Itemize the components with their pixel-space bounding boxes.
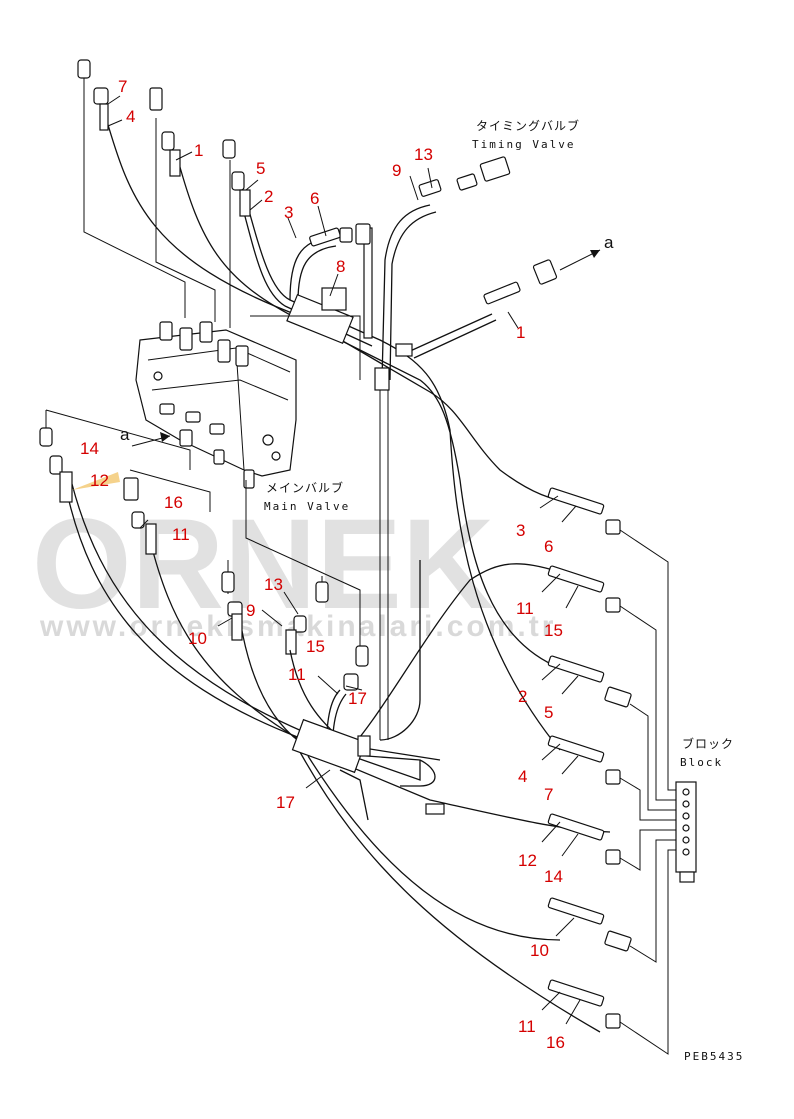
timing-valve-label-en: Timing Valve [472,138,575,151]
callout-4-right: 4 [518,767,527,786]
block-label-en: Block [680,756,723,769]
callout-13-lower: 13 [264,575,283,594]
callout-7: 7 [118,77,127,96]
callout-3: 3 [284,203,293,222]
callout-8: 8 [336,257,345,276]
callout-11-bottom: 11 [518,1017,536,1036]
callout-2: 2 [264,187,273,206]
callout-4: 4 [126,107,135,126]
left-hose-group [39,409,441,761]
reference-arrows [72,249,601,490]
callout-6-right: 6 [544,537,553,556]
callout-15-lower: 15 [306,637,325,656]
callout-10: 10 [188,629,207,648]
component-labels: タイミングバルブ Timing Valve メインバルブ Main Valve … [120,118,744,1063]
callout-15-right: 15 [544,621,563,640]
main-valve-body [135,321,297,489]
callout-13: 13 [414,145,433,164]
callout-5-right: 5 [544,703,553,722]
block-label-jp: ブロック [682,736,734,751]
watermark-brand: ORNEK [32,493,494,636]
callout-3-right: 3 [516,521,525,540]
ref-a-top: a [604,233,614,252]
main-valve-label-jp: メインバルブ [266,480,344,495]
timing-valve-label-jp: タイミングバルブ [476,118,580,133]
callout-7-right: 7 [544,785,553,804]
callout-11-lower: 11 [288,665,306,684]
main-valve-label-en: Main Valve [264,500,350,513]
callout-14: 14 [80,439,99,458]
callout-17-lower: 17 [276,793,295,812]
callout-9: 9 [392,161,401,180]
lower-hose-group [221,480,611,1033]
top-fittings [77,59,558,305]
callout-10-right: 10 [530,941,549,960]
leader-lines [107,95,581,1025]
callout-2-right: 2 [518,687,527,706]
ref-a-left: a [120,425,130,444]
callout-11: 11 [172,525,190,544]
callout-9-lower: 9 [246,601,255,620]
callout-6: 6 [310,189,319,208]
right-fittings [547,487,697,1055]
drawing-code: PEB5435 [684,1050,744,1063]
callout-11-right: 11 [516,599,534,618]
callout-16-bottom: 16 [546,1033,565,1052]
callout-1-right: 1 [516,323,525,342]
callout-5: 5 [256,159,265,178]
callout-16: 16 [164,493,183,512]
callout-14-right: 14 [544,867,563,886]
callout-17: 17 [348,689,367,708]
callout-12: 12 [90,471,109,490]
callout-numbers: 7 4 1 5 2 3 6 8 9 13 1 14 12 16 11 3 6 1… [80,77,565,1052]
callout-12-right: 12 [518,851,537,870]
upper-hose-group [83,78,581,751]
callout-1: 1 [194,141,203,160]
